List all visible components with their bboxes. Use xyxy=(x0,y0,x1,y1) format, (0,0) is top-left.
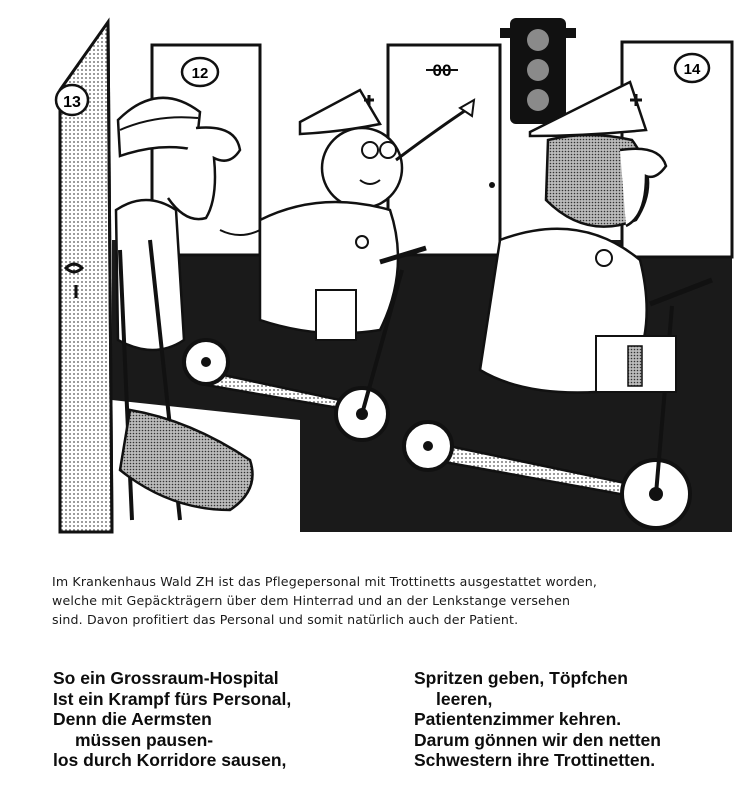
poem-line: Schwestern ihre Trottinetten. xyxy=(414,750,656,771)
poem-line: los durch Korridore sausen, xyxy=(53,750,287,771)
nurse-figure-left xyxy=(219,88,476,335)
poem-line: Spritzen geben, Töpfchen xyxy=(414,668,628,688)
poem-line: Darum gönnen wir den netten xyxy=(414,729,661,750)
poem-line: Patientenzimmer kehren. xyxy=(414,709,622,730)
caption-line: welche mit Gepäckträgern über dem Hinter… xyxy=(52,593,571,608)
traffic-light-icon xyxy=(500,18,576,124)
poem-line: Denn die Aermsten xyxy=(53,709,212,730)
door-00: 00 xyxy=(386,43,502,257)
caption-line: sind. Davon profitiert das Personal und … xyxy=(52,612,519,627)
nurse-figure-right xyxy=(478,80,668,394)
poem-right-column: Spritzen geben, Töpfchen leeren, Patient… xyxy=(414,668,661,771)
door-number-badge xyxy=(54,83,90,117)
scooter-right xyxy=(402,277,713,530)
caption-line: Im Krankenhaus Wald ZH ist das Pflegeper… xyxy=(52,574,598,589)
poem-line: müssen pausen- xyxy=(75,729,214,750)
door-handle-icon xyxy=(63,262,85,274)
poem-line: So ein Grossraum-Hospital xyxy=(53,668,279,688)
poem-line: Ist ein Krampf fürs Personal, xyxy=(53,688,292,709)
door-number-12: 12 xyxy=(192,65,209,82)
door-13: 13 xyxy=(54,17,114,534)
photo-caption: Im Krankenhaus Wald ZH ist das Pflegeper… xyxy=(52,572,742,629)
red-cross-icon xyxy=(630,94,642,106)
door-number-13: 13 xyxy=(63,94,81,111)
door-number-14: 14 xyxy=(684,61,701,78)
patient-figure xyxy=(114,96,254,521)
poem-line: leeren, xyxy=(436,688,493,709)
poem-left-column: So ein Grossraum-Hospital Ist ein Krampf… xyxy=(53,668,291,771)
cartoon-illustration: 13 12 00 14 xyxy=(54,17,734,534)
scooter-left xyxy=(182,245,427,442)
